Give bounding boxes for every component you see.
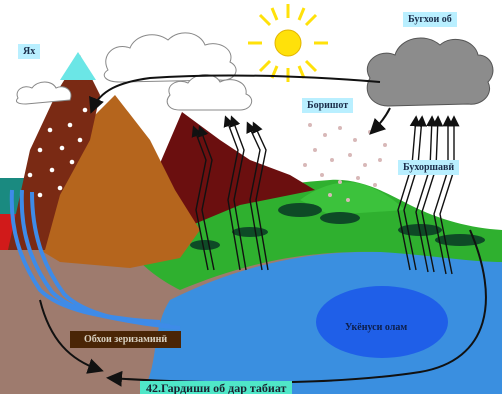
figure-caption: 42.Гардиши об дар табиат xyxy=(140,381,293,394)
label-groundwater: Обхои зеризаминӣ xyxy=(70,331,182,348)
shrubs xyxy=(190,203,485,250)
dark-red-mountain xyxy=(140,112,315,230)
green-hill-back xyxy=(300,182,405,215)
white-cloud-top xyxy=(103,32,237,83)
white-cloud-left xyxy=(15,81,72,105)
groundwater-streams xyxy=(9,189,181,330)
label-ice: Ях xyxy=(18,44,41,59)
arrow-cloud-to-mountain xyxy=(89,74,381,114)
ocean-inner xyxy=(316,286,448,358)
arrow-stream-to-ground xyxy=(39,299,104,374)
label-water-vapor: Бугхои об xyxy=(403,12,457,27)
sun xyxy=(248,4,328,82)
label-precipitation: Боришот xyxy=(302,98,354,113)
brown-mountain xyxy=(40,95,200,268)
rain-cloud xyxy=(366,37,494,107)
arrow-rain-down xyxy=(369,107,391,135)
snow-dots xyxy=(27,107,88,198)
label-evaporation: Бухоршавӣ xyxy=(398,160,460,175)
rain-dots xyxy=(303,123,387,202)
white-cloud-middle xyxy=(166,74,253,111)
ice-cap xyxy=(60,52,96,80)
label-ocean: Укёнуси олам xyxy=(345,322,408,333)
evaporation-arrows xyxy=(191,115,460,275)
